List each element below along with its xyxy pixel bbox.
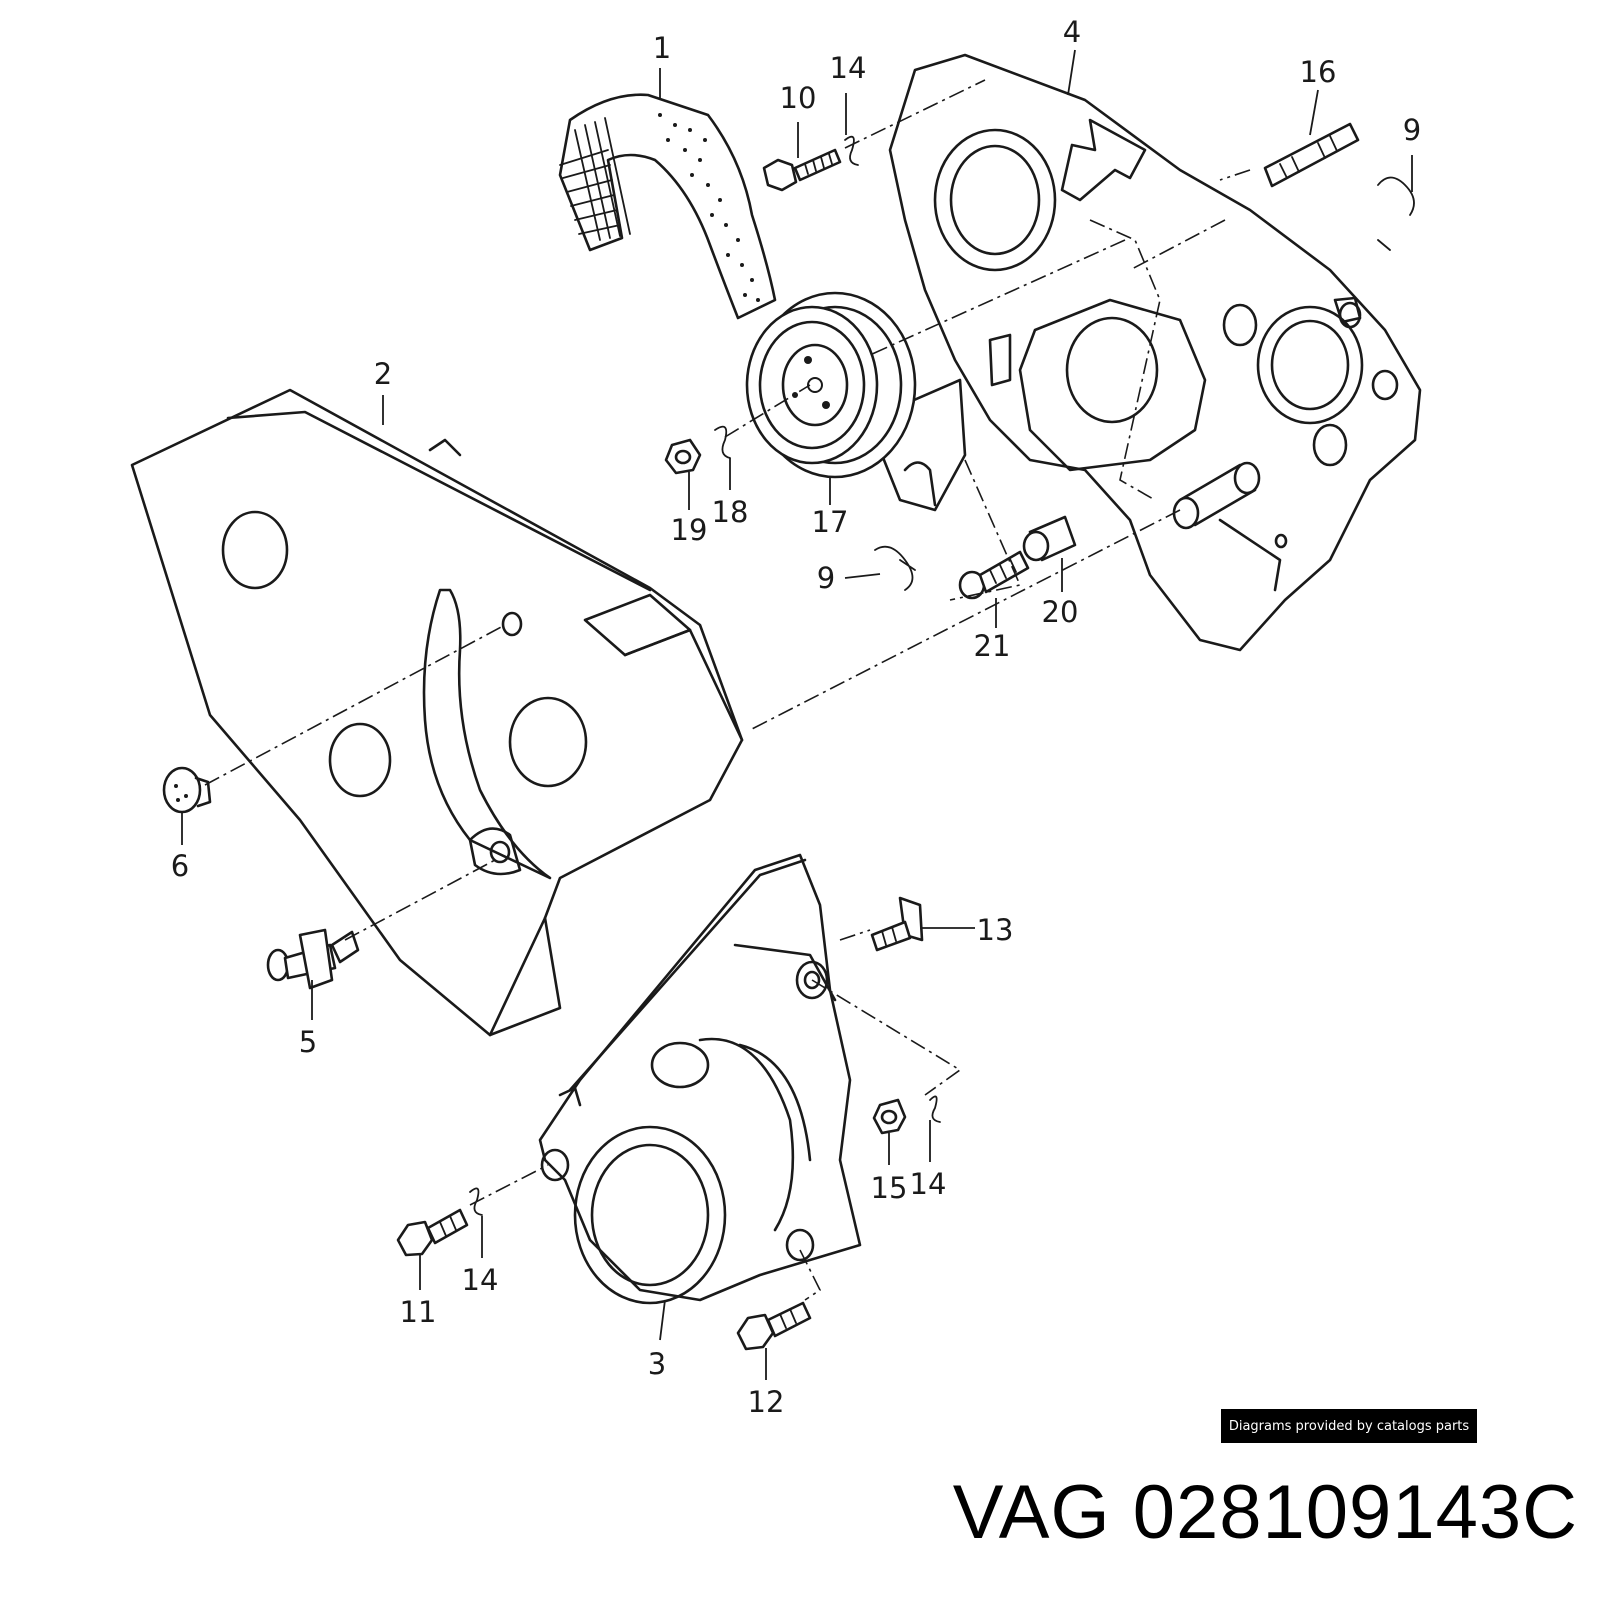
plug-part-6: [162, 766, 212, 814]
callout-9-right: 9: [1403, 113, 1421, 147]
callout-5: 5: [299, 1025, 317, 1059]
bolt-part-10: [762, 148, 842, 192]
callout-4: 4: [1063, 15, 1081, 49]
washer-part-14-low: [469, 1187, 483, 1216]
callout-2: 2: [374, 357, 392, 391]
tensioner-pulley-part-17: [745, 291, 967, 512]
washer-part-14-mid: [929, 1095, 941, 1123]
callout-19: 19: [671, 513, 708, 547]
bolt-part-12: [736, 1301, 812, 1351]
upper-front-cover-part-2: [130, 388, 744, 1037]
sleeve-bushing: [1172, 461, 1261, 530]
callout-15: 15: [871, 1171, 908, 1205]
washer-part-18: [714, 425, 731, 459]
callout-11: 11: [400, 1295, 437, 1329]
callout-6: 6: [171, 849, 189, 883]
callout-18: 18: [712, 495, 749, 529]
callout-leaders: [181, 49, 1413, 1380]
diagram-credit-badge: Diagrams provided by catalogs parts: [1221, 1409, 1477, 1443]
lower-front-cover-part-3: [538, 853, 862, 1305]
washer-part-14-top: [844, 135, 859, 166]
callout-14-low: 14: [462, 1263, 499, 1297]
assembly-lines: [204, 79, 1251, 1301]
clip-part-9-left: [874, 545, 916, 591]
spacer-part-20: [1022, 515, 1077, 562]
callout-10: 10: [780, 81, 817, 115]
callout-9-left: 9: [817, 561, 835, 595]
clip-fastener-part-5: [266, 928, 360, 990]
bolt-part-11: [396, 1208, 469, 1257]
t-bolt-part-13: [870, 896, 924, 952]
callout-14-top: 14: [830, 51, 867, 85]
callout-1: 1: [653, 31, 671, 65]
callout-21: 21: [974, 629, 1011, 663]
callout-12: 12: [748, 1385, 785, 1419]
callout-14-mid: 14: [910, 1167, 947, 1201]
clip-part-9-right: [1377, 176, 1415, 251]
diagram-credit-text: Diagrams provided by catalogs parts: [1228, 1418, 1470, 1434]
bolt-part-21: [958, 550, 1030, 600]
rear-cover-part-4: [888, 53, 1422, 652]
callout-16: 16: [1300, 55, 1337, 89]
part-number-title: VAG 028109143C: [952, 1470, 1578, 1555]
callout-labels: 1 2 3 4 5 6 9 9 10 11 12 13 14 14 14 14 …: [171, 15, 1421, 1419]
callout-17: 17: [812, 505, 849, 539]
nut-part-15: [872, 1098, 907, 1135]
callout-13: 13: [977, 913, 1014, 947]
callout-3: 3: [648, 1347, 666, 1381]
callout-20: 20: [1042, 595, 1079, 629]
timing-belt-part-1: [558, 93, 777, 320]
stud-part-16: [1263, 122, 1360, 188]
nut-part-19: [664, 438, 702, 475]
